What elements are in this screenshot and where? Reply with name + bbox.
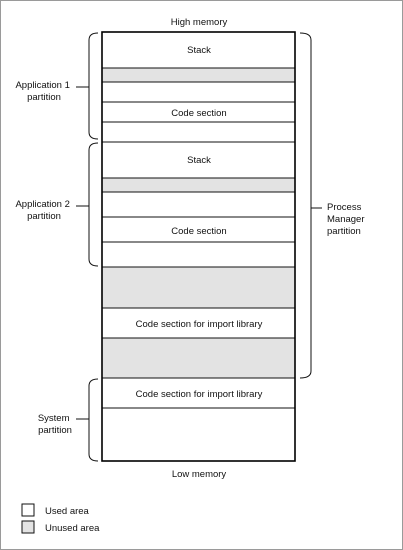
- app2-stack-label: Stack: [187, 155, 211, 166]
- low-memory-label: Low memory: [172, 469, 227, 480]
- app1-partition-label: Application 1 partition: [15, 80, 72, 103]
- system-bracket: [76, 378, 99, 462]
- legend: Used area Unused area: [21, 503, 100, 534]
- memory-column-outline: [101, 31, 296, 462]
- high-memory-label: High memory: [171, 17, 228, 28]
- legend-used-swatch: [21, 503, 35, 517]
- free-block-upper: [101, 266, 296, 309]
- app1-bottom-block: [101, 121, 296, 143]
- app1-code-label: Code section: [171, 108, 226, 119]
- app1-stack-block: [101, 31, 296, 69]
- legend-used-label: Used area: [45, 506, 90, 517]
- app1-free-block: [101, 67, 296, 83]
- app2-stack-block: [101, 141, 296, 179]
- app2-bracket: [76, 142, 99, 267]
- import-library-label-2: Code section for import library: [136, 389, 263, 400]
- app1-heap-block: [101, 81, 296, 103]
- legend-unused-label: Unused area: [45, 523, 100, 534]
- memory-column: [101, 31, 296, 462]
- system-bottom-block: [101, 407, 296, 462]
- legend-unused-swatch: [21, 520, 35, 534]
- app1-bracket: [76, 32, 99, 140]
- app2-bottom-block: [101, 241, 296, 268]
- app1-stack-label: Stack: [187, 45, 211, 56]
- app2-heap-block: [101, 191, 296, 218]
- process-manager-bracket: [299, 32, 322, 379]
- app2-free-block: [101, 177, 296, 193]
- import-library-block-1: [101, 307, 296, 339]
- system-partition-label: System partition: [38, 413, 72, 436]
- import-library-label-1: Code section for import library: [136, 319, 263, 330]
- app2-code-label: Code section: [171, 226, 226, 237]
- free-block-lower: [101, 337, 296, 379]
- app2-partition-label: Application 2 partition: [15, 199, 72, 222]
- process-manager-partition-label: Process Manager partition: [327, 202, 367, 237]
